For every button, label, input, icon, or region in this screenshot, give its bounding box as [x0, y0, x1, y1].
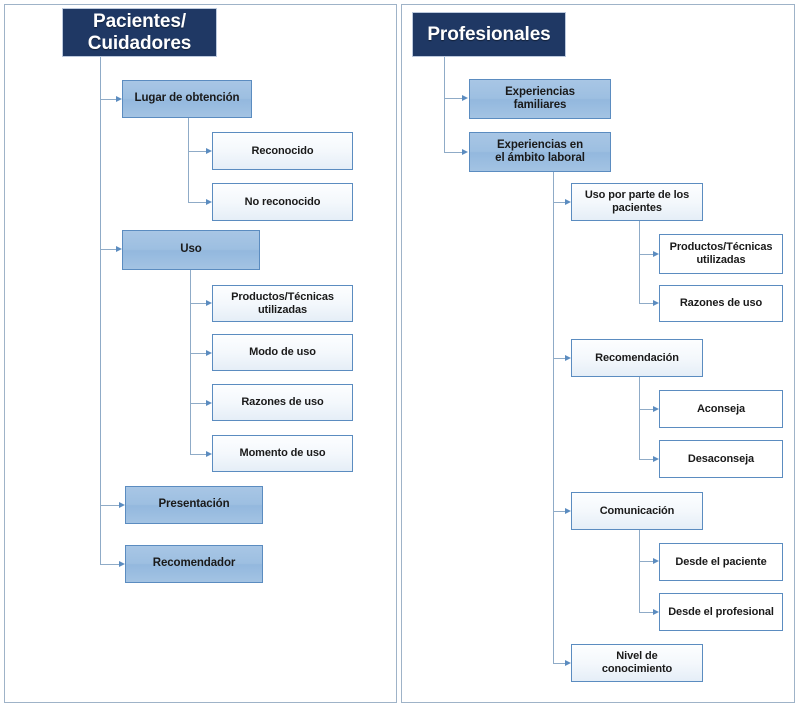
- arrowhead-productos: [206, 299, 212, 306]
- node-recomendacion[interactable]: Recomendación: [571, 339, 703, 377]
- node-label-line1: Productos/Técnicas: [231, 290, 334, 303]
- node-label-line1: Productos/Técnicas: [669, 241, 773, 254]
- connector-to-razones-prof: [639, 303, 657, 304]
- arrowhead-productos-prof: [653, 250, 659, 257]
- arrowhead-nivel-de-conocimiento: [565, 659, 571, 666]
- arrowhead-recomendador: [119, 560, 125, 567]
- arrowhead-uso: [116, 245, 122, 252]
- connector-to-desde-el-profesional: [639, 612, 657, 613]
- node-label-line1: Experiencias en: [496, 138, 584, 151]
- node-label-line1: Experiencias: [505, 85, 575, 98]
- node-label-line2: utilizadas: [696, 254, 746, 266]
- connector-uso-spine: [190, 270, 191, 455]
- node-nivel-de-conocimiento[interactable]: Nivel de conocimiento: [571, 644, 703, 682]
- connector-to-lugar: [100, 99, 120, 100]
- arrowhead-desde-el-paciente: [653, 557, 659, 564]
- arrowhead-aconseja: [653, 405, 659, 412]
- node-aconseja[interactable]: Aconseja: [659, 390, 783, 428]
- connector-to-presentacion: [100, 505, 123, 506]
- node-no-reconocido[interactable]: No reconocido: [212, 183, 353, 221]
- arrowhead-presentacion: [119, 501, 125, 508]
- arrowhead-razones-de-uso: [206, 399, 212, 406]
- node-razones-de-uso-prof[interactable]: Razones de uso: [659, 285, 783, 322]
- connector-to-desde-el-paciente: [639, 561, 657, 562]
- node-label-line2: utilizadas: [257, 303, 308, 316]
- connector-to-productos-prof: [639, 254, 657, 255]
- node-presentacion[interactable]: Presentación: [125, 486, 263, 524]
- connector-to-reconocido: [188, 151, 210, 152]
- node-label-line2: conocimiento: [601, 663, 673, 675]
- node-label-line1: Uso por parte de los: [584, 189, 690, 202]
- arrowhead-lugar: [116, 95, 122, 102]
- arrowhead-momento-de-uso: [206, 450, 212, 457]
- node-experiencias-ambito-laboral[interactable]: Experiencias en el ámbito laboral: [469, 132, 611, 172]
- connector-comunicacion-spine: [639, 530, 640, 613]
- arrowhead-desde-el-profesional: [653, 608, 659, 615]
- node-profesionales[interactable]: Profesionales: [412, 12, 566, 57]
- node-comunicacion[interactable]: Comunicación: [571, 492, 703, 530]
- node-desaconseja[interactable]: Desaconseja: [659, 440, 783, 478]
- node-desde-el-profesional[interactable]: Desde el profesional: [659, 593, 783, 631]
- node-label-line2: familiares: [513, 99, 567, 111]
- arrowhead-desaconseja: [653, 455, 659, 462]
- node-razones-de-uso[interactable]: Razones de uso: [212, 384, 353, 421]
- arrowhead-no-reconocido: [206, 198, 212, 205]
- node-label-line1: Nivel de: [616, 650, 658, 663]
- connector-lugar-spine: [188, 118, 189, 203]
- connector-to-desaconseja: [639, 459, 657, 460]
- connector-to-aconseja: [639, 409, 657, 410]
- connector-left-spine: [100, 57, 101, 565]
- connector-to-uso: [100, 249, 120, 250]
- node-lugar-de-obtencion[interactable]: Lugar de obtención: [122, 80, 252, 118]
- node-uso[interactable]: Uso: [122, 230, 260, 270]
- arrowhead-experiencias-familiares: [462, 94, 468, 101]
- connector-uso-pacientes-spine: [639, 221, 640, 303]
- connector-to-recomendador: [100, 564, 123, 565]
- connector-to-momento-de-uso: [190, 454, 210, 455]
- node-label-line2: Cuidadores: [87, 32, 192, 54]
- connector-to-productos: [190, 303, 210, 304]
- node-productos-tecnicas-utilizadas-prof[interactable]: Productos/Técnicas utilizadas: [659, 234, 783, 274]
- connector-laboral-spine: [553, 172, 554, 664]
- connector-to-uso-pacientes: [553, 202, 569, 203]
- node-reconocido[interactable]: Reconocido: [212, 132, 353, 170]
- node-modo-de-uso[interactable]: Modo de uso: [212, 334, 353, 371]
- arrowhead-modo-de-uso: [206, 349, 212, 356]
- connector-to-recomendacion: [553, 358, 569, 359]
- connector-to-nivel-de-conocimiento: [553, 663, 569, 664]
- node-desde-el-paciente[interactable]: Desde el paciente: [659, 543, 783, 581]
- arrowhead-uso-pacientes: [565, 198, 571, 205]
- node-label-line2: el ámbito laboral: [495, 152, 585, 164]
- connector-to-razones-de-uso: [190, 403, 210, 404]
- connector-profesionales-spine: [444, 57, 445, 153]
- node-productos-tecnicas-utilizadas[interactable]: Productos/Técnicas utilizadas: [212, 285, 353, 322]
- connector-to-experiencias-familiares: [444, 98, 466, 99]
- connector-to-modo-de-uso: [190, 353, 210, 354]
- node-label-line1: Pacientes/: [93, 10, 186, 32]
- connector-to-comunicacion: [553, 511, 569, 512]
- arrowhead-recomendacion: [565, 354, 571, 361]
- node-experiencias-familiares[interactable]: Experiencias familiares: [469, 79, 611, 119]
- arrowhead-reconocido: [206, 147, 212, 154]
- arrowhead-razones-prof: [653, 299, 659, 306]
- node-uso-por-parte-de-los-pacientes[interactable]: Uso por parte de los pacientes: [571, 183, 703, 221]
- arrowhead-comunicacion: [565, 507, 571, 514]
- arrowhead-experiencias-laboral: [462, 148, 468, 155]
- node-momento-de-uso[interactable]: Momento de uso: [212, 435, 353, 472]
- node-label-line2: pacientes: [612, 202, 662, 214]
- node-recomendador[interactable]: Recomendador: [125, 545, 263, 583]
- connector-recomendacion-spine: [639, 377, 640, 459]
- node-pacientes-cuidadores[interactable]: Pacientes/ Cuidadores: [62, 8, 217, 57]
- connector-to-experiencias-laboral: [444, 152, 466, 153]
- connector-to-no-reconocido: [188, 202, 210, 203]
